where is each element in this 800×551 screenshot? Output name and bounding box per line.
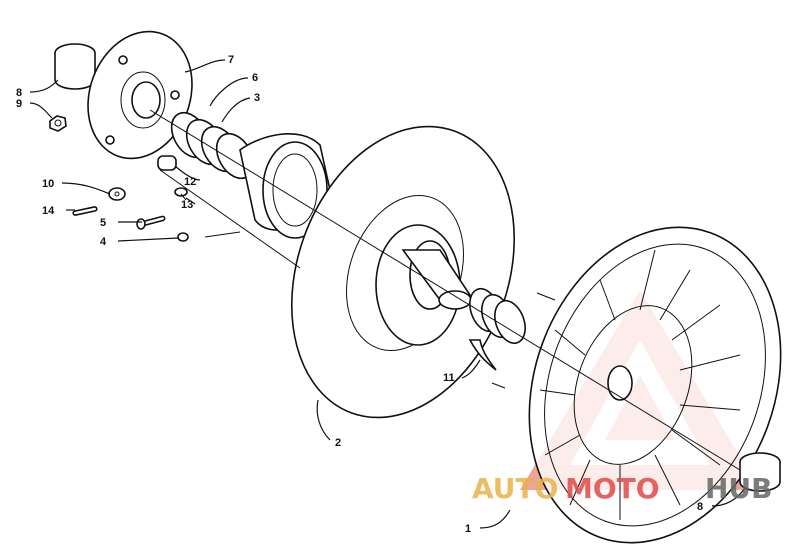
movable-sheave (290, 125, 516, 419)
cover-plate (87, 30, 193, 160)
label-6: 6 (252, 72, 258, 84)
label-3: 3 (254, 92, 260, 104)
label-4: 4 (100, 236, 107, 248)
label-13: 13 (181, 199, 193, 211)
bolt (136, 215, 166, 230)
fixed-sheave (491, 226, 782, 544)
label-5: 5 (100, 217, 106, 229)
label-8-right: 8 (697, 501, 703, 513)
label-12: 12 (184, 176, 196, 188)
watermark-auto: AUTO (472, 472, 558, 505)
bearing-cup-left (54, 43, 96, 90)
spring (170, 111, 255, 180)
nut (49, 115, 67, 132)
washer (108, 187, 126, 201)
bearing-cup-right (739, 452, 781, 492)
label-11: 11 (443, 372, 455, 384)
watermark-text: AUTO MOTO HUB (472, 472, 773, 505)
label-10: 10 (42, 178, 54, 190)
pin (72, 206, 98, 216)
lock-nut (177, 232, 189, 242)
leader-lines (29, 59, 746, 529)
part-labels: 7 6 3 8 9 10 12 13 14 5 4 11 2 1 8 (16, 54, 703, 535)
label-7: 7 (228, 54, 234, 66)
roller (157, 155, 177, 171)
watermark-moto: MOTO (565, 472, 660, 505)
label-14: 14 (42, 205, 55, 217)
label-2: 2 (335, 437, 341, 449)
axis-lines (149, 109, 741, 471)
label-9: 9 (16, 98, 22, 110)
watermark-hub: HUB (705, 472, 773, 505)
screw (174, 187, 188, 201)
label-8-left: 8 (16, 87, 22, 99)
label-1: 1 (465, 523, 471, 535)
